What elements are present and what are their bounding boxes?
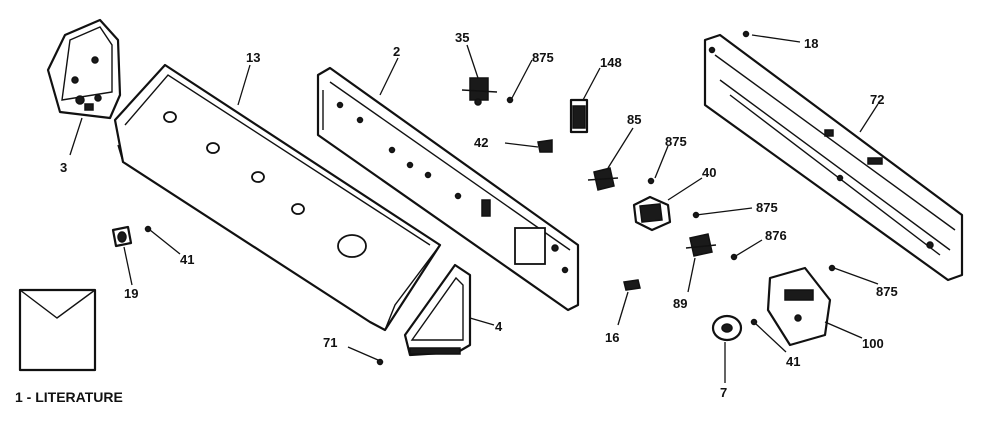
literature-label: 1 - LITERATURE bbox=[15, 389, 123, 405]
part-16-screw bbox=[623, 279, 641, 291]
callout-3: 3 bbox=[60, 160, 67, 175]
callout-13: 13 bbox=[246, 50, 260, 65]
callout-35: 35 bbox=[455, 30, 469, 45]
part-148-switch bbox=[569, 98, 589, 134]
part-42-screw bbox=[537, 139, 553, 153]
leader-lines bbox=[69, 34, 879, 383]
part-72-back-panel bbox=[703, 33, 964, 282]
callout-7: 7 bbox=[720, 385, 727, 400]
part-7-knob bbox=[711, 314, 743, 342]
part-40-timer bbox=[632, 195, 672, 232]
callout-40: 40 bbox=[702, 165, 716, 180]
callout-875-c: 875 bbox=[756, 200, 778, 215]
screw-41-a bbox=[144, 225, 152, 233]
screw-875-d bbox=[828, 264, 836, 272]
part-2-control-bracket bbox=[316, 66, 580, 312]
screw-71 bbox=[376, 358, 384, 366]
part-89-switch bbox=[685, 233, 717, 257]
callout-148: 148 bbox=[600, 55, 622, 70]
callout-16: 16 bbox=[605, 330, 619, 345]
screw-41-b bbox=[750, 318, 758, 326]
callout-89: 89 bbox=[673, 296, 687, 311]
part-85-switch bbox=[587, 167, 619, 191]
part-100-control-module bbox=[766, 266, 832, 347]
callout-876: 876 bbox=[765, 228, 787, 243]
callout-875-d: 875 bbox=[876, 284, 898, 299]
callout-4: 4 bbox=[495, 319, 503, 334]
literature-envelope-icon bbox=[18, 288, 97, 372]
part-13-console-panel bbox=[113, 63, 442, 332]
callout-42: 42 bbox=[474, 135, 488, 150]
part-4-end-cap bbox=[403, 263, 472, 357]
callout-875-b: 875 bbox=[665, 134, 687, 149]
part-35-switch bbox=[461, 77, 498, 106]
callout-18: 18 bbox=[804, 36, 818, 51]
callout-2: 2 bbox=[393, 44, 400, 59]
callout-19: 19 bbox=[124, 286, 138, 301]
callout-71: 71 bbox=[323, 335, 337, 350]
callout-41-b: 41 bbox=[786, 354, 800, 369]
screw-875-b bbox=[647, 177, 655, 185]
callout-72: 72 bbox=[870, 92, 884, 107]
callout-100: 100 bbox=[862, 336, 884, 351]
callout-85: 85 bbox=[627, 112, 641, 127]
callout-875-a: 875 bbox=[532, 50, 554, 65]
screw-18 bbox=[742, 30, 750, 38]
part-3-end-cap bbox=[46, 18, 122, 120]
part-19-bushing bbox=[111, 225, 133, 248]
callout-41-a: 41 bbox=[180, 252, 194, 267]
screw-875-a bbox=[506, 96, 514, 104]
